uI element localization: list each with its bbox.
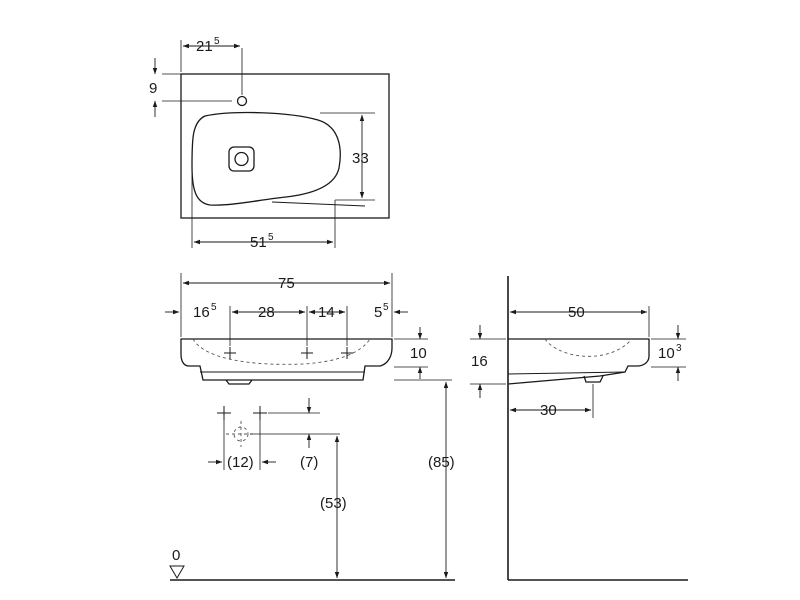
dim-left-to-valve-sup: 5 (211, 302, 217, 313)
tap-hole-top (236, 95, 248, 107)
bowl-rim-line-top (271, 201, 366, 207)
dim-tap-to-right-sup: 5 (383, 302, 389, 313)
dim-bowl-width-sup: 5 (268, 232, 274, 243)
side-view: 50 16 10 3 30 (470, 276, 688, 581)
front-view: 75 16 5 28 14 5 5 10 (12) (7) (165, 273, 455, 581)
dim-rim-height-side-sup: 3 (676, 343, 682, 354)
bowl-profile-front (192, 338, 371, 365)
dim-rim-height-label: 10 (410, 345, 427, 362)
valve-mark-4 (217, 406, 267, 420)
dim-edge-to-tap-label: 9 (149, 80, 157, 97)
valve-mark-3 (341, 347, 353, 359)
valve-mark-1 (224, 347, 236, 359)
dim-drain-height-label: (53) (320, 495, 347, 512)
drain-top (228, 146, 255, 172)
dim-valve-to-tap-label: 14 (318, 304, 335, 321)
floor-level-label: 0 (172, 547, 180, 564)
dim-tap-offset-label: 21 (196, 38, 213, 55)
trap-front (225, 379, 253, 385)
dim-total-width-label: 75 (278, 275, 295, 292)
dim-drain-from-wall-label: 30 (540, 402, 557, 419)
basin-outline-front (180, 338, 393, 381)
dim-rim-height-side-label: 10 (658, 345, 675, 362)
drain-hole-top (234, 151, 249, 167)
floor-marker-icon (169, 565, 185, 579)
dim-valve-drop-label: (7) (300, 454, 318, 471)
dim-height-label: 16 (471, 353, 488, 370)
dim-tap-to-right-label: 5 (374, 304, 382, 321)
bowl-profile-side (544, 338, 633, 357)
dim-left-to-valve-label: 16 (193, 304, 210, 321)
top-view: 21 5 9 33 51 5 (149, 36, 390, 251)
dim-mount-height-label: (85) (428, 454, 455, 471)
basin-outline-top (180, 73, 390, 219)
dim-bowl-width-label: 51 (250, 234, 267, 251)
dim-valve-spacing-label: (12) (227, 454, 254, 471)
trap-side (583, 375, 604, 383)
dim-bowl-depth-label: 33 (352, 150, 369, 167)
dim-between-valves-label: 28 (258, 304, 275, 321)
bowl-outline-top (191, 111, 341, 206)
dim-tap-offset-sup: 5 (214, 36, 220, 47)
valve-mark-2 (301, 347, 313, 359)
basin-outline-side (507, 338, 650, 385)
dim-depth-label: 50 (568, 304, 585, 321)
